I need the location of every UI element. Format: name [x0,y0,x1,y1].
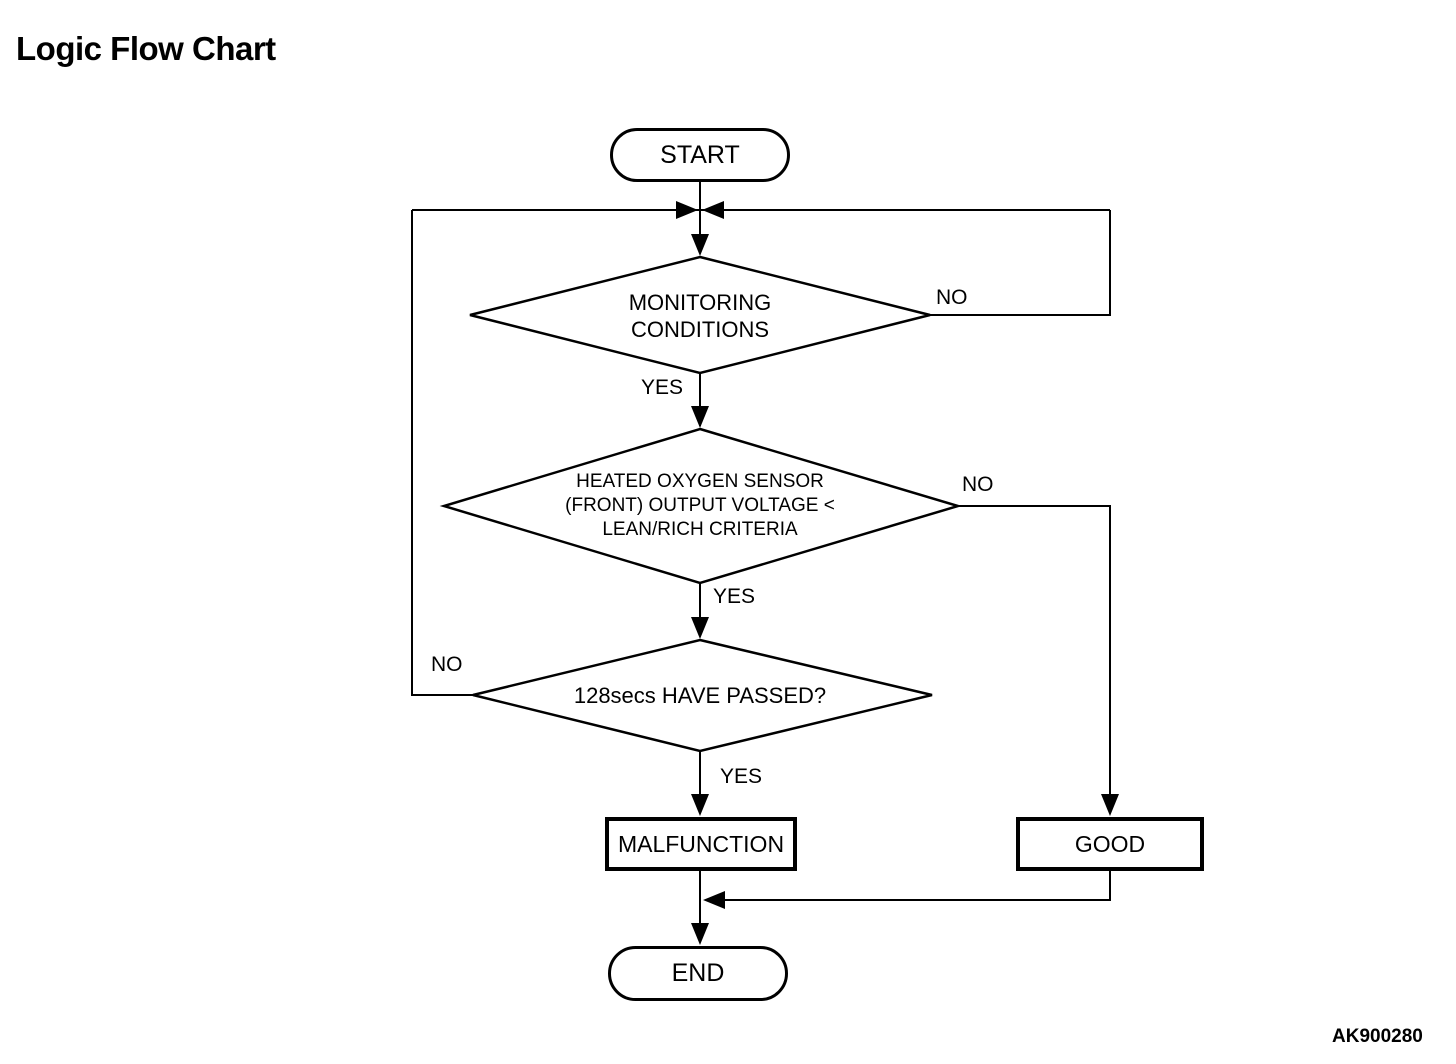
edge-good-end-line [708,871,1111,901]
figure-code: AK900280 [1332,1026,1423,1047]
label-monitoring-no: NO [936,286,968,309]
arrowhead-into-timer [691,617,709,639]
node-start-label: START [660,140,740,169]
label-timer-yes: YES [720,765,763,788]
arrowhead-good-return [703,891,725,909]
decision-timer-shape [472,638,933,753]
arrowhead-into-oxygen [691,406,709,428]
node-start: START [610,128,790,182]
edge-timer-no-line [411,210,473,696]
edge-monitoring-no-line [930,210,1111,316]
arrowhead-into-good [1101,794,1119,816]
page-title: Logic Flow Chart [16,30,276,68]
node-malfunction: MALFUNCTION [605,817,797,871]
edge-oxygen-no-line [958,505,1111,813]
decision-monitoring-shape [469,255,931,375]
arrowhead-into-malfunction [691,794,709,816]
node-good-label: GOOD [1074,830,1146,857]
label-oxygen-no: NO [962,473,994,496]
node-malfunction-label: MALFUNCTION [617,830,785,857]
node-end-label: END [671,959,725,987]
node-end: END [608,946,788,1001]
arrowhead-junction-right [702,201,724,219]
label-timer-no: NO [431,653,463,676]
decision-oxygen-shape [439,427,963,585]
node-good: GOOD [1016,817,1204,871]
label-oxygen-yes: YES [713,585,756,608]
label-monitoring-yes: YES [641,376,684,399]
arrowhead-junction-left [676,201,698,219]
arrowhead-into-monitoring [691,234,709,256]
arrowhead-into-end [691,923,709,945]
